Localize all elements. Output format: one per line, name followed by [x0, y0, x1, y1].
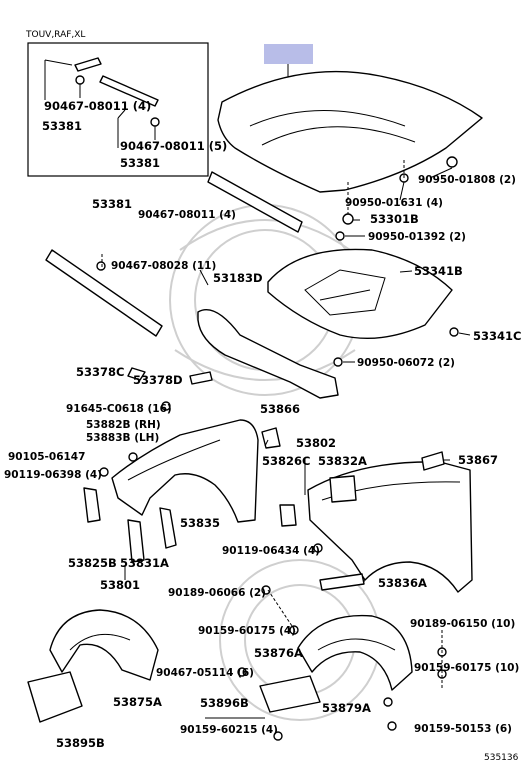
leader-lines [101, 160, 471, 719]
callout-c24[interactable]: 53826C [262, 454, 310, 468]
bracket-53866[interactable] [261, 427, 281, 449]
callout-c22[interactable]: 53802 [296, 436, 336, 450]
hood-bolt-2 [342, 213, 354, 225]
callout-c03[interactable]: 90467-08011 (5) [120, 139, 227, 153]
callout-c39[interactable]: 53875A [113, 695, 162, 709]
callout-c04[interactable]: 53381 [120, 156, 160, 170]
bracket-53826c[interactable] [279, 504, 297, 527]
callout-c41[interactable]: 53879A [322, 701, 371, 715]
callout-c26[interactable]: 53867 [458, 453, 498, 467]
clip-53378c [127, 367, 146, 381]
callout-c42[interactable]: 90159-60175 (10) [414, 662, 519, 674]
callout-c02[interactable]: 53381 [42, 119, 82, 133]
callout-c40[interactable]: 53896B [200, 696, 249, 710]
callout-c01[interactable]: 90467-08011 (4) [44, 99, 151, 113]
bracket-53867[interactable] [421, 451, 445, 471]
callout-c15[interactable]: 90950-06072 (2) [357, 357, 455, 369]
inset-clip-2 [150, 117, 160, 127]
screw-k [161, 401, 171, 411]
figure-number: 535136 [484, 753, 519, 763]
callout-c33[interactable]: 90189-06066 (2) [168, 587, 266, 599]
callout-c38[interactable]: 90467-05114 (6) [156, 667, 254, 679]
fender-liner-left[interactable] [49, 609, 159, 681]
inset-box: TOUV,RAF,XL [25, 30, 209, 177]
fender-liner-right[interactable] [297, 614, 413, 691]
callout-c17[interactable]: 53378D [133, 373, 183, 387]
hood-panel[interactable] [217, 70, 483, 193]
screw-c [387, 721, 397, 731]
hood-side-strip[interactable] [207, 171, 303, 233]
inset-bar-2 [99, 75, 159, 107]
callout-c27[interactable]: 90119-06398 (4) [4, 469, 102, 481]
screw-d [273, 731, 283, 741]
bracket-53832a[interactable] [329, 475, 357, 503]
fender-bracket-53831a[interactable] [127, 519, 145, 563]
screw-j [99, 467, 109, 477]
callout-c18[interactable]: 91645-C0618 (16) [66, 403, 172, 415]
inset-clip-1 [75, 75, 85, 85]
callout-c19[interactable]: 53866 [260, 402, 300, 416]
splash-shield-left[interactable] [27, 671, 83, 723]
screw-m [333, 357, 343, 367]
callout-c06[interactable]: 90467-08011 (4) [138, 209, 236, 221]
callout-c16[interactable]: 53378C [76, 365, 124, 379]
callout-c08[interactable]: 90950-01631 (4) [345, 197, 443, 209]
callout-c30[interactable]: 53825B [68, 556, 117, 570]
splash-shield-right[interactable] [259, 675, 321, 713]
radiator-seal[interactable] [197, 308, 339, 399]
screw-i [128, 452, 138, 462]
callout-c13[interactable]: 53341B [414, 264, 463, 278]
inset-bar-1 [74, 57, 102, 72]
callout-c35[interactable]: 90159-60175 (4) [198, 625, 296, 637]
screw-g [237, 667, 247, 677]
callout-c28[interactable]: 53835 [180, 516, 220, 530]
callout-c21[interactable]: 53883B (LH) [86, 432, 159, 444]
callout-c23[interactable]: 90105-06147 [8, 451, 85, 463]
bracket-53836a[interactable] [319, 573, 365, 591]
callout-c44[interactable]: 90159-50153 (6) [414, 723, 512, 735]
hood-label-highlight[interactable] [264, 44, 313, 64]
screw-l [449, 327, 459, 337]
rear-strip[interactable] [45, 249, 163, 337]
callout-c25[interactable]: 53832A [318, 454, 367, 468]
hood-insulator[interactable] [267, 248, 453, 339]
callout-c31[interactable]: 53831A [120, 556, 169, 570]
callout-c07[interactable]: 90950-01808 (2) [418, 174, 516, 186]
fender-left[interactable] [111, 419, 259, 523]
hood-bolt-3 [335, 231, 345, 241]
clip-53879a [383, 697, 393, 707]
callout-c20[interactable]: 53882B (RH) [86, 419, 161, 431]
inset-title: TOUV,RAF,XL [25, 30, 85, 40]
callout-c32[interactable]: 53801 [100, 578, 140, 592]
fender-bracket-53835[interactable] [159, 507, 177, 549]
callout-c34[interactable]: 53836A [378, 576, 427, 590]
strip-clip [96, 261, 106, 271]
callout-c29[interactable]: 90119-06434 (4) [222, 545, 320, 557]
callout-c11[interactable]: 90467-08028 (11) [111, 260, 216, 272]
callout-c36[interactable]: 90189-06150 (10) [410, 618, 515, 630]
clip-53378d [189, 371, 213, 385]
screw-e [261, 585, 271, 595]
callout-c05[interactable]: 53381 [92, 197, 132, 211]
screw-h [313, 543, 323, 553]
callout-c45[interactable]: 53895B [56, 736, 105, 750]
fender-bracket-53825b[interactable] [83, 487, 101, 523]
callout-labels: 90467-08011 (4) 53381 90467-08011 (5) 53… [4, 99, 521, 750]
callout-c14[interactable]: 53341C [473, 329, 521, 343]
callout-c37[interactable]: 53876A [254, 646, 303, 660]
callout-c10[interactable]: 90950-01392 (2) [368, 231, 466, 243]
hood-bumper-1 [446, 156, 458, 168]
callout-c43[interactable]: 90159-60215 (4) [180, 724, 278, 736]
callout-c12[interactable]: 53183D [213, 271, 263, 285]
callout-c09[interactable]: 53301B [370, 212, 419, 226]
